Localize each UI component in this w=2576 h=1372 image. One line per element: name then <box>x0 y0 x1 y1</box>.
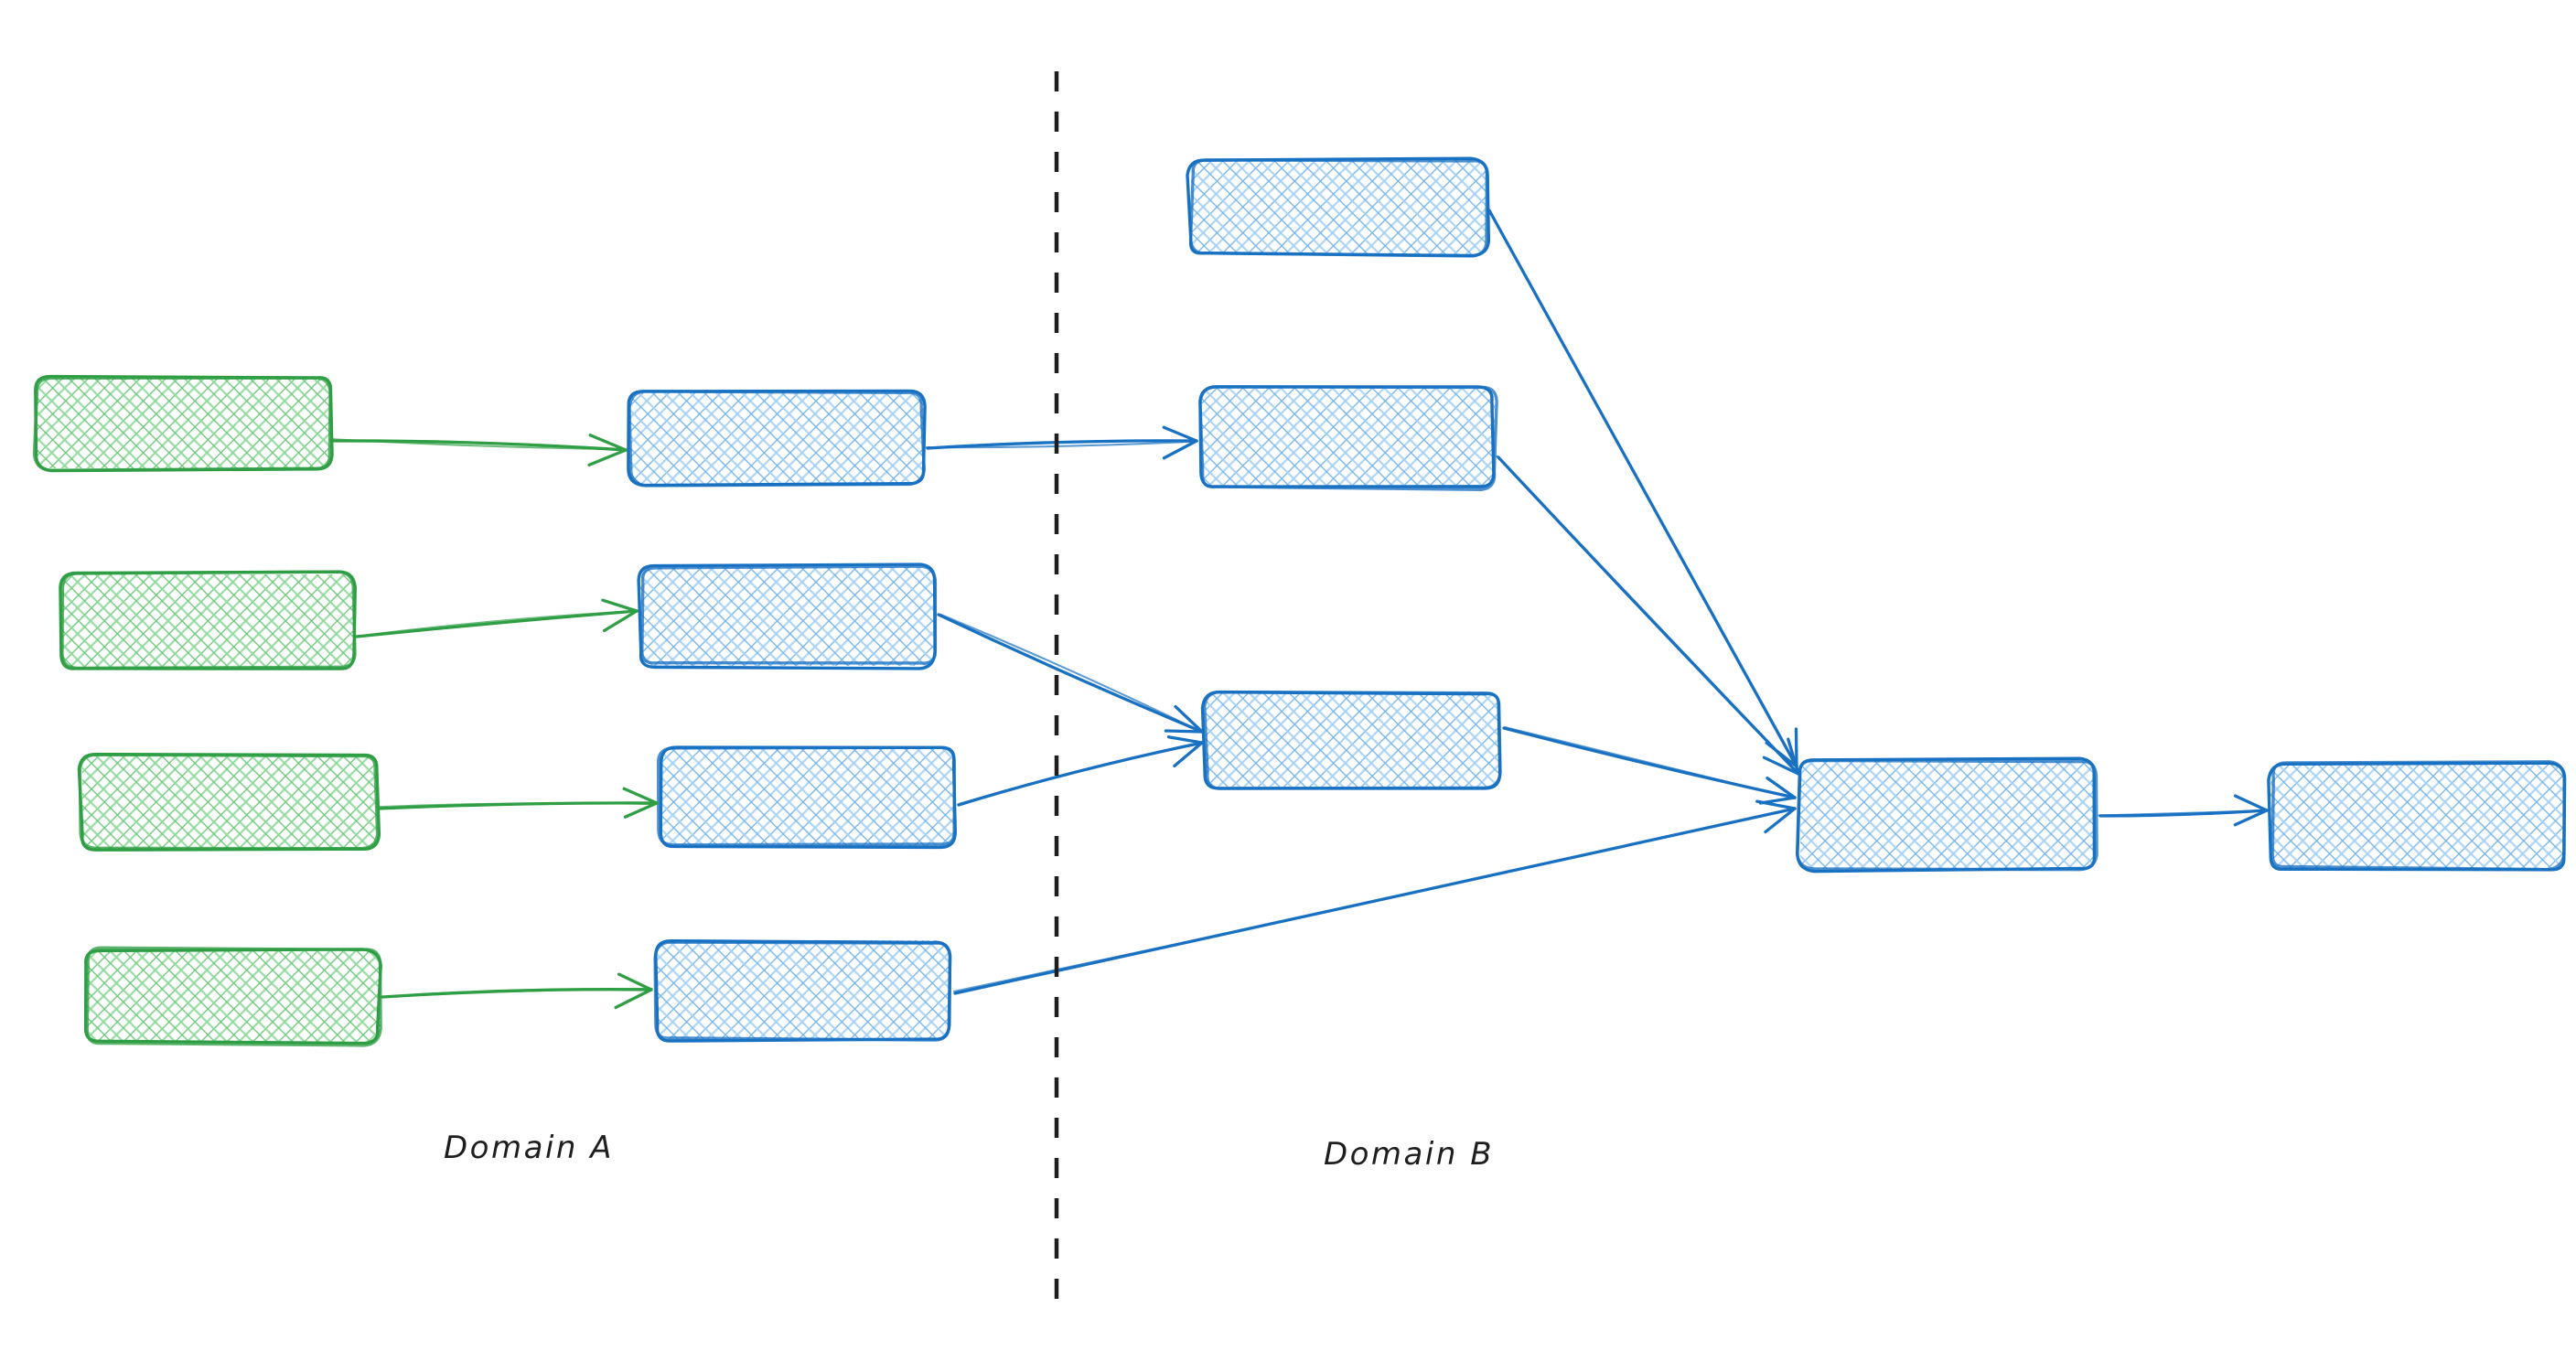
node-outline <box>60 570 357 670</box>
edge-c3-d1[interactable] <box>1502 725 1797 805</box>
node-a3[interactable] <box>77 752 381 852</box>
edge-arrowhead <box>1787 737 1800 776</box>
node-fill-hatch-b <box>1800 761 2095 869</box>
edge-arrowhead <box>587 448 628 466</box>
edge-line <box>957 742 1204 806</box>
edge-line <box>357 610 639 638</box>
node-layer <box>32 156 2567 1047</box>
label-domain-a: Domain A <box>444 1130 614 1166</box>
edge-line <box>2098 809 2268 817</box>
node-outline <box>1203 690 1502 790</box>
node-b2[interactable] <box>637 563 938 670</box>
edge-line <box>1496 455 1800 776</box>
edge-arrowhead <box>623 801 659 819</box>
label-domain-b: Domain B <box>1324 1136 1494 1173</box>
edge-line <box>381 987 653 999</box>
edge-a4-b4[interactable] <box>381 972 653 1010</box>
node-outline <box>1795 758 2098 872</box>
edge-a1-b1[interactable] <box>329 434 628 466</box>
edge-arrowhead <box>617 972 653 991</box>
node-fill-hatch-b <box>2270 763 2563 869</box>
edge-arrowhead <box>1162 439 1198 460</box>
edge-line <box>329 437 627 451</box>
node-outline <box>628 390 926 488</box>
edge-b2-c3[interactable] <box>937 613 1204 734</box>
edge-arrowhead <box>614 988 653 1010</box>
edge-b3-c3[interactable] <box>957 735 1204 807</box>
edge-arrowhead <box>1162 425 1198 443</box>
edge-arrowhead <box>2233 794 2269 812</box>
node-outline <box>78 753 380 851</box>
node-fill-hatch-b <box>1200 388 1495 487</box>
edge-a3-b3[interactable] <box>375 787 659 819</box>
node-fill-hatch-b <box>655 940 950 1039</box>
edge-line <box>1488 210 1798 768</box>
node-outline <box>653 940 952 1042</box>
node-outline <box>640 564 938 665</box>
edge-d1-e1[interactable] <box>2098 794 2269 827</box>
edge-arrowhead <box>1762 756 1800 776</box>
node-fill-hatch-b <box>1191 159 1486 254</box>
edge-line <box>953 807 1796 992</box>
node-e1[interactable] <box>2267 760 2567 872</box>
edge-layer <box>329 209 2269 1010</box>
node-outline <box>656 745 956 847</box>
node-b4[interactable] <box>653 939 952 1043</box>
node-fill-hatch-b <box>660 748 955 847</box>
edge-arrowhead <box>622 787 659 805</box>
node-fill-hatch-b <box>629 391 924 485</box>
edge-arrowhead <box>1758 796 1797 805</box>
node-b3[interactable] <box>656 745 957 850</box>
node-outline <box>1198 384 1498 491</box>
edge-line <box>939 613 1204 734</box>
node-outline <box>32 376 332 472</box>
edge-c2-d1[interactable] <box>1496 455 1800 776</box>
node-fill-hatch-b <box>86 949 381 1043</box>
node-fill-hatch-b <box>640 567 935 666</box>
edge-b1-c2[interactable] <box>925 425 1198 460</box>
edge-arrowhead <box>1166 735 1204 745</box>
node-fill-hatch-b <box>37 377 331 468</box>
edge-line <box>375 802 659 809</box>
label-layer: Domain A Domain B <box>444 1130 1494 1173</box>
node-a2[interactable] <box>59 570 357 670</box>
edge-line <box>1503 725 1797 799</box>
node-outline <box>1188 158 1489 258</box>
edge-arrowhead <box>2233 809 2269 827</box>
node-c3[interactable] <box>1200 690 1502 790</box>
node-outline <box>2270 760 2566 872</box>
edge-arrowhead <box>1794 727 1798 768</box>
edge-arrowhead <box>1764 807 1797 834</box>
node-c1[interactable] <box>1186 156 1491 258</box>
node-b1[interactable] <box>627 389 927 488</box>
edge-line <box>926 439 1198 450</box>
node-d1[interactable] <box>1795 756 2098 874</box>
node-outline <box>85 946 382 1047</box>
edge-line <box>937 613 1204 734</box>
edge-line <box>355 609 639 638</box>
node-fill-hatch-b <box>62 574 355 668</box>
edge-line <box>925 440 1198 449</box>
edge-arrowhead <box>1164 729 1204 734</box>
edge-arrowhead <box>588 434 628 452</box>
node-a4[interactable] <box>83 946 382 1047</box>
node-a1[interactable] <box>32 374 334 473</box>
node-c2[interactable] <box>1198 384 1498 491</box>
edge-arrowhead <box>1174 704 1204 734</box>
node-fill-hatch-b <box>1206 691 1500 787</box>
edge-arrowhead <box>1766 776 1797 799</box>
edge-c1-d1[interactable] <box>1487 209 1798 768</box>
edge-line <box>957 741 1204 807</box>
edge-arrowhead <box>1173 741 1204 768</box>
edge-arrowhead <box>601 598 639 613</box>
node-fill-hatch-b <box>82 756 377 849</box>
edge-b4-d1[interactable] <box>953 799 1797 995</box>
edge-arrowhead <box>602 609 639 633</box>
edge-a2-b2[interactable] <box>355 598 639 638</box>
